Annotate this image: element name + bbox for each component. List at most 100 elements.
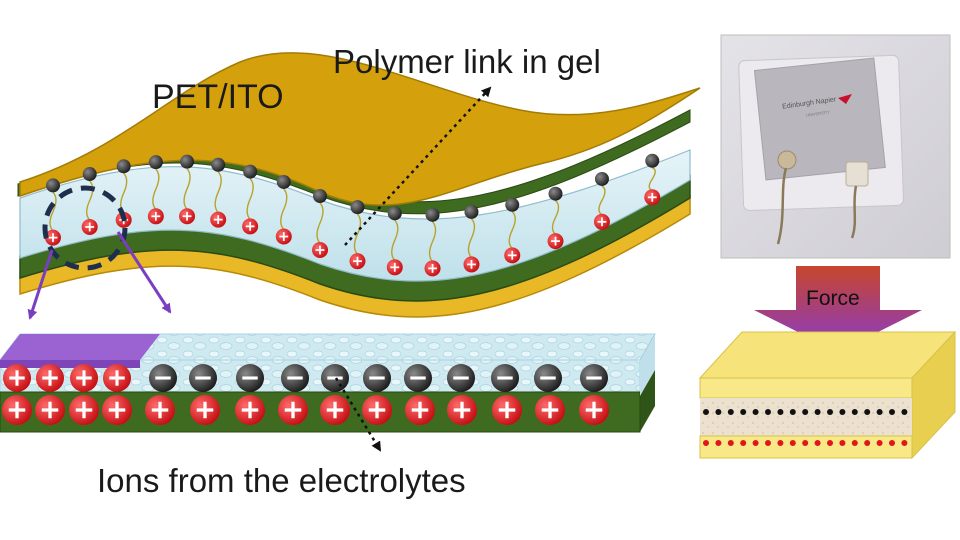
sensor-positive-dot: [827, 440, 833, 446]
device-negative-ion: [350, 200, 365, 215]
polymer-link: [85, 180, 94, 221]
sensor-negative-dot: [752, 409, 759, 415]
ions-label: Ions from the electrolytes: [97, 462, 466, 499]
device-positive-ion: [275, 228, 292, 245]
device-positive-ion: [179, 208, 196, 225]
device-negative-ion: [276, 174, 291, 189]
sensor-negative-dot: [740, 409, 747, 415]
negative-ion-ball: [211, 157, 226, 172]
zoom-circle: [42, 185, 128, 271]
sensor-bottom-film: [699, 435, 913, 459]
zoom-arrow-right: [116, 231, 172, 314]
sensor-negative-dot: [777, 409, 784, 415]
sensor-positive-dot: [876, 440, 883, 446]
device-negative-ions: [45, 153, 660, 222]
sensor-negative-dot: [901, 409, 908, 415]
sensor-negative-charges: [703, 409, 908, 415]
cross-positive-ion: [447, 395, 477, 425]
polymer-link-label: Polymer link in gel: [333, 43, 601, 80]
polymer-link: [316, 202, 324, 244]
device-positive-ion: [349, 253, 366, 270]
sensor-negative-dot: [827, 409, 833, 415]
photo-sensor-film: [753, 57, 886, 181]
cross-negative-ion: [447, 364, 475, 392]
polymer-link: [214, 171, 222, 214]
sensor-negative-dot: [727, 409, 734, 415]
cross-positive-ion: [235, 395, 265, 425]
device-positive-ions: [44, 189, 661, 277]
polymer-link: [508, 211, 516, 249]
cross-section: [0, 333, 656, 452]
polymer-link: [353, 213, 362, 255]
device-negative-ion: [645, 153, 660, 168]
cross-negative-ions: [149, 364, 608, 392]
sensor-negative-dot: [876, 409, 883, 415]
device-negative-ion: [116, 159, 131, 174]
cross-positive-ion: [579, 395, 609, 425]
device-positive-ion: [386, 259, 403, 276]
sensor-negative-dot: [814, 409, 821, 415]
cross-positive-ion: [3, 364, 31, 392]
cross-negative-ion: [149, 364, 177, 392]
device-positive-ion: [644, 189, 661, 206]
device-positive-ion: [463, 256, 480, 273]
device-positive-ion: [81, 218, 98, 235]
negative-ion-ball: [313, 189, 327, 203]
polymer-link: [183, 168, 191, 210]
device-positive-ion: [210, 211, 227, 228]
sensor-positive-dot: [814, 440, 821, 446]
sensor-negative-dot: [864, 409, 871, 415]
negative-ion-ball: [645, 153, 660, 168]
device-positive-ion: [147, 208, 164, 225]
cross-positive-ion: [103, 364, 131, 392]
device-positive-ion: [424, 260, 441, 277]
device-negative-ion: [211, 157, 226, 172]
cross-gel-right-face: [640, 334, 655, 396]
negative-ion-ball: [548, 186, 563, 201]
device-positive-ion: [504, 247, 521, 264]
sensor-positive-dot: [789, 440, 796, 446]
sensor-gel-layer: [700, 398, 912, 436]
device-negative-ion: [425, 207, 440, 222]
sensor-positive-dot: [752, 440, 759, 446]
device-negative-ion: [82, 167, 97, 182]
sensor-negative-dot: [802, 409, 809, 415]
cross-negative-ion: [534, 364, 562, 392]
device-negative-ion: [148, 155, 163, 170]
cross-positive-ion: [102, 395, 132, 425]
sensor-negative-dot: [703, 409, 709, 415]
sensor-positive-dot: [802, 440, 809, 446]
device-negative-ion: [464, 204, 479, 219]
sensor-positive-charges: [703, 440, 908, 446]
cross-positive-ions-top: [3, 364, 131, 392]
flexible-device: [17, 52, 701, 320]
cross-positive-ion: [69, 395, 99, 425]
polymer-link: [467, 218, 476, 258]
polymer-link: [551, 200, 560, 235]
sensor-positive-dot: [727, 440, 734, 446]
cross-positive-ion: [405, 395, 435, 425]
cross-negative-ion: [236, 364, 264, 392]
force-sensor: [698, 266, 957, 460]
negative-ion-ball: [180, 154, 195, 169]
negative-ion-ball: [387, 206, 402, 221]
device-negative-ion: [180, 154, 195, 169]
zoom-arrow-left: [27, 249, 54, 320]
negative-ion-ball: [425, 207, 440, 222]
negative-ion-ball: [82, 167, 97, 182]
sensor-negative-dot: [715, 409, 722, 415]
cross-negative-ion: [281, 364, 309, 392]
cross-negative-ion: [321, 364, 349, 392]
cross-positive-ion: [36, 364, 64, 392]
device-negative-ion: [505, 197, 520, 212]
sensor-positive-dot: [765, 440, 771, 446]
negative-ion-ball: [350, 200, 365, 215]
cross-negative-ion: [189, 364, 217, 392]
cross-positive-ions-bottom: [2, 395, 609, 425]
device-negative-ion: [313, 189, 327, 203]
cross-positive-ion: [535, 395, 565, 425]
negative-ion-ball: [594, 171, 609, 186]
cross-positive-ion: [35, 395, 65, 425]
